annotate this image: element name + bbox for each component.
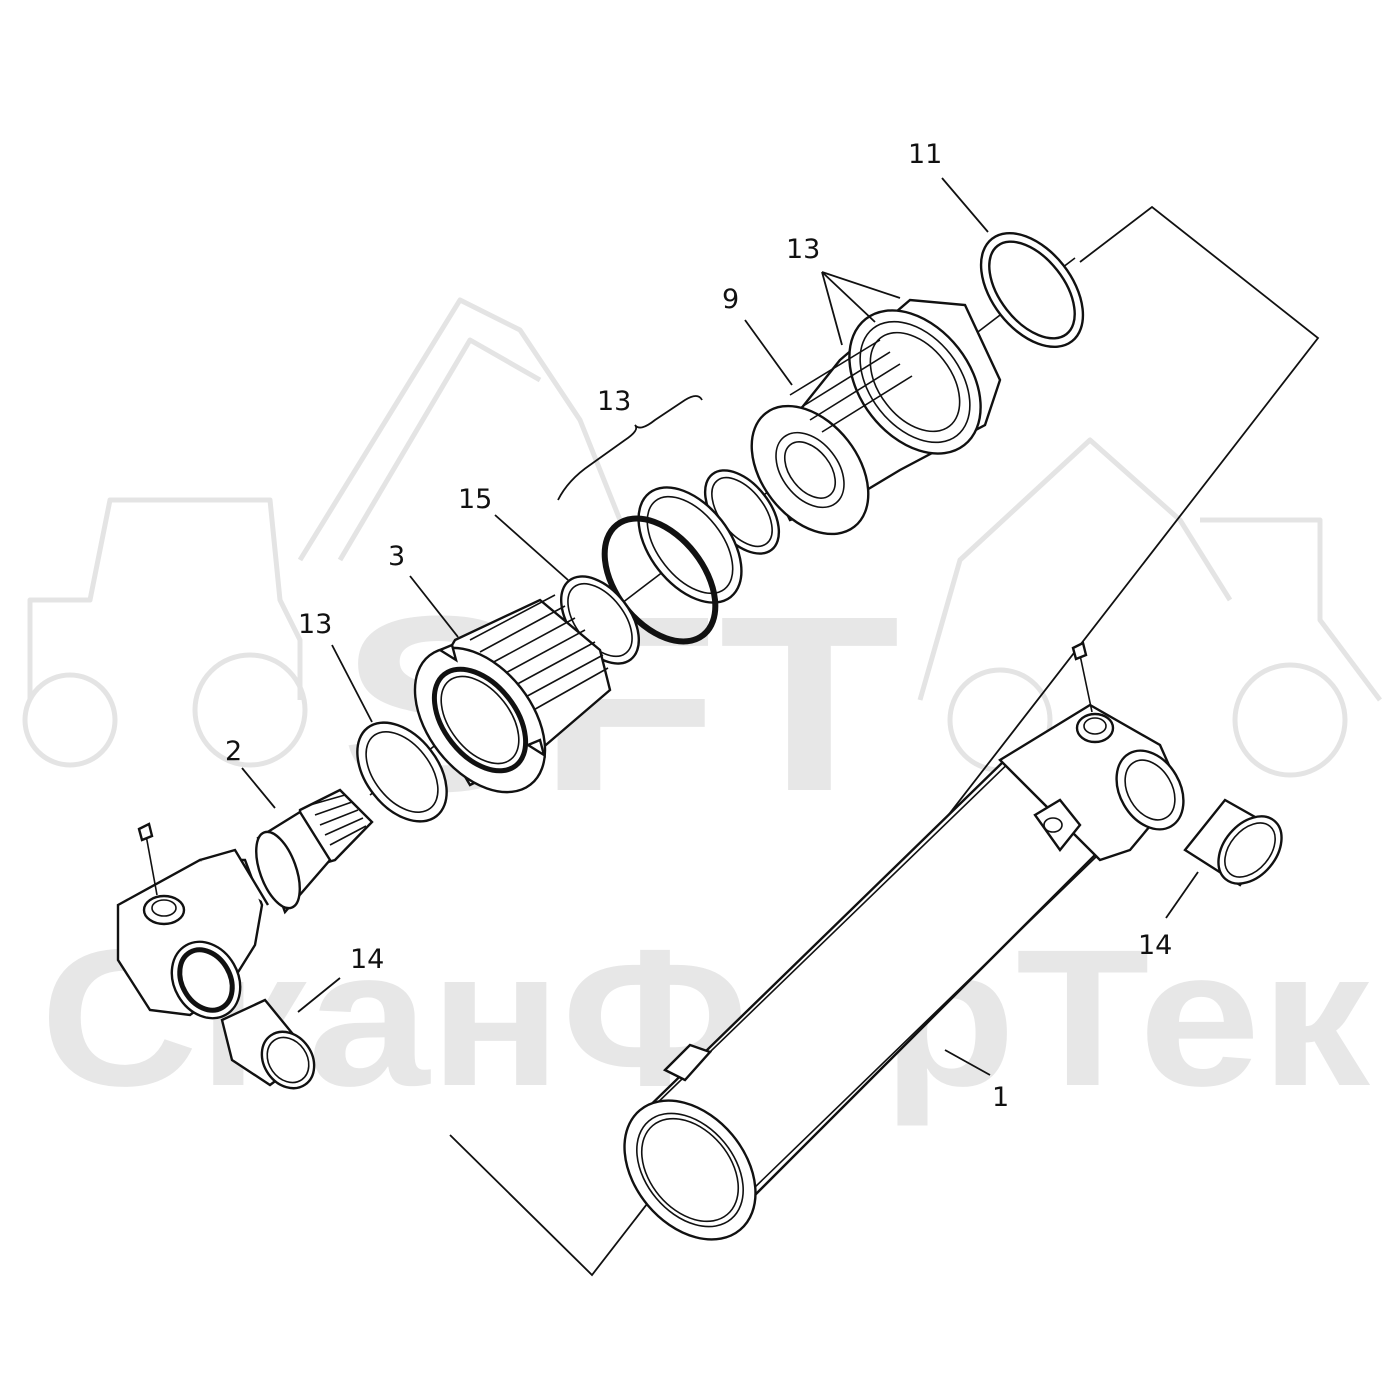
piston — [413, 594, 612, 794]
callout-9: 9 — [722, 284, 739, 315]
callout-13-rod-seal: 13 — [298, 609, 332, 640]
piston-rod — [255, 788, 374, 915]
callout-2: 2 — [225, 736, 242, 767]
cylinder-barrel — [623, 641, 1185, 1241]
wiper-ring — [979, 231, 1085, 349]
callout-labels: 11 13 9 13 15 3 13 2 14 14 1 — [225, 139, 1172, 1113]
rod-seal — [356, 721, 448, 823]
watermark-machinery-drawing — [22, 297, 1382, 778]
gland-groove-lines — [789, 339, 913, 433]
callout-11: 11 — [908, 139, 942, 170]
callout-14-left: 14 — [350, 944, 384, 975]
rod-thread-lines — [309, 794, 367, 846]
callout-14-right: 14 — [1138, 930, 1172, 961]
assembly-bracket — [449, 205, 1320, 1277]
callout-13-seals: 13 — [597, 386, 631, 417]
grease-nipple-right — [1071, 641, 1093, 713]
bushing-left — [220, 998, 316, 1090]
callout-1: 1 — [992, 1082, 1009, 1113]
rod-eye — [116, 822, 270, 1020]
leader-lines — [241, 177, 1199, 1076]
bushing-right — [1183, 798, 1283, 887]
callout-13-gland: 13 — [786, 234, 820, 265]
callout-15: 15 — [458, 484, 492, 515]
piston-groove-lines — [469, 594, 609, 713]
callout-3: 3 — [388, 541, 405, 572]
gland-head — [750, 298, 1002, 536]
grease-nipple-left — [137, 822, 158, 896]
